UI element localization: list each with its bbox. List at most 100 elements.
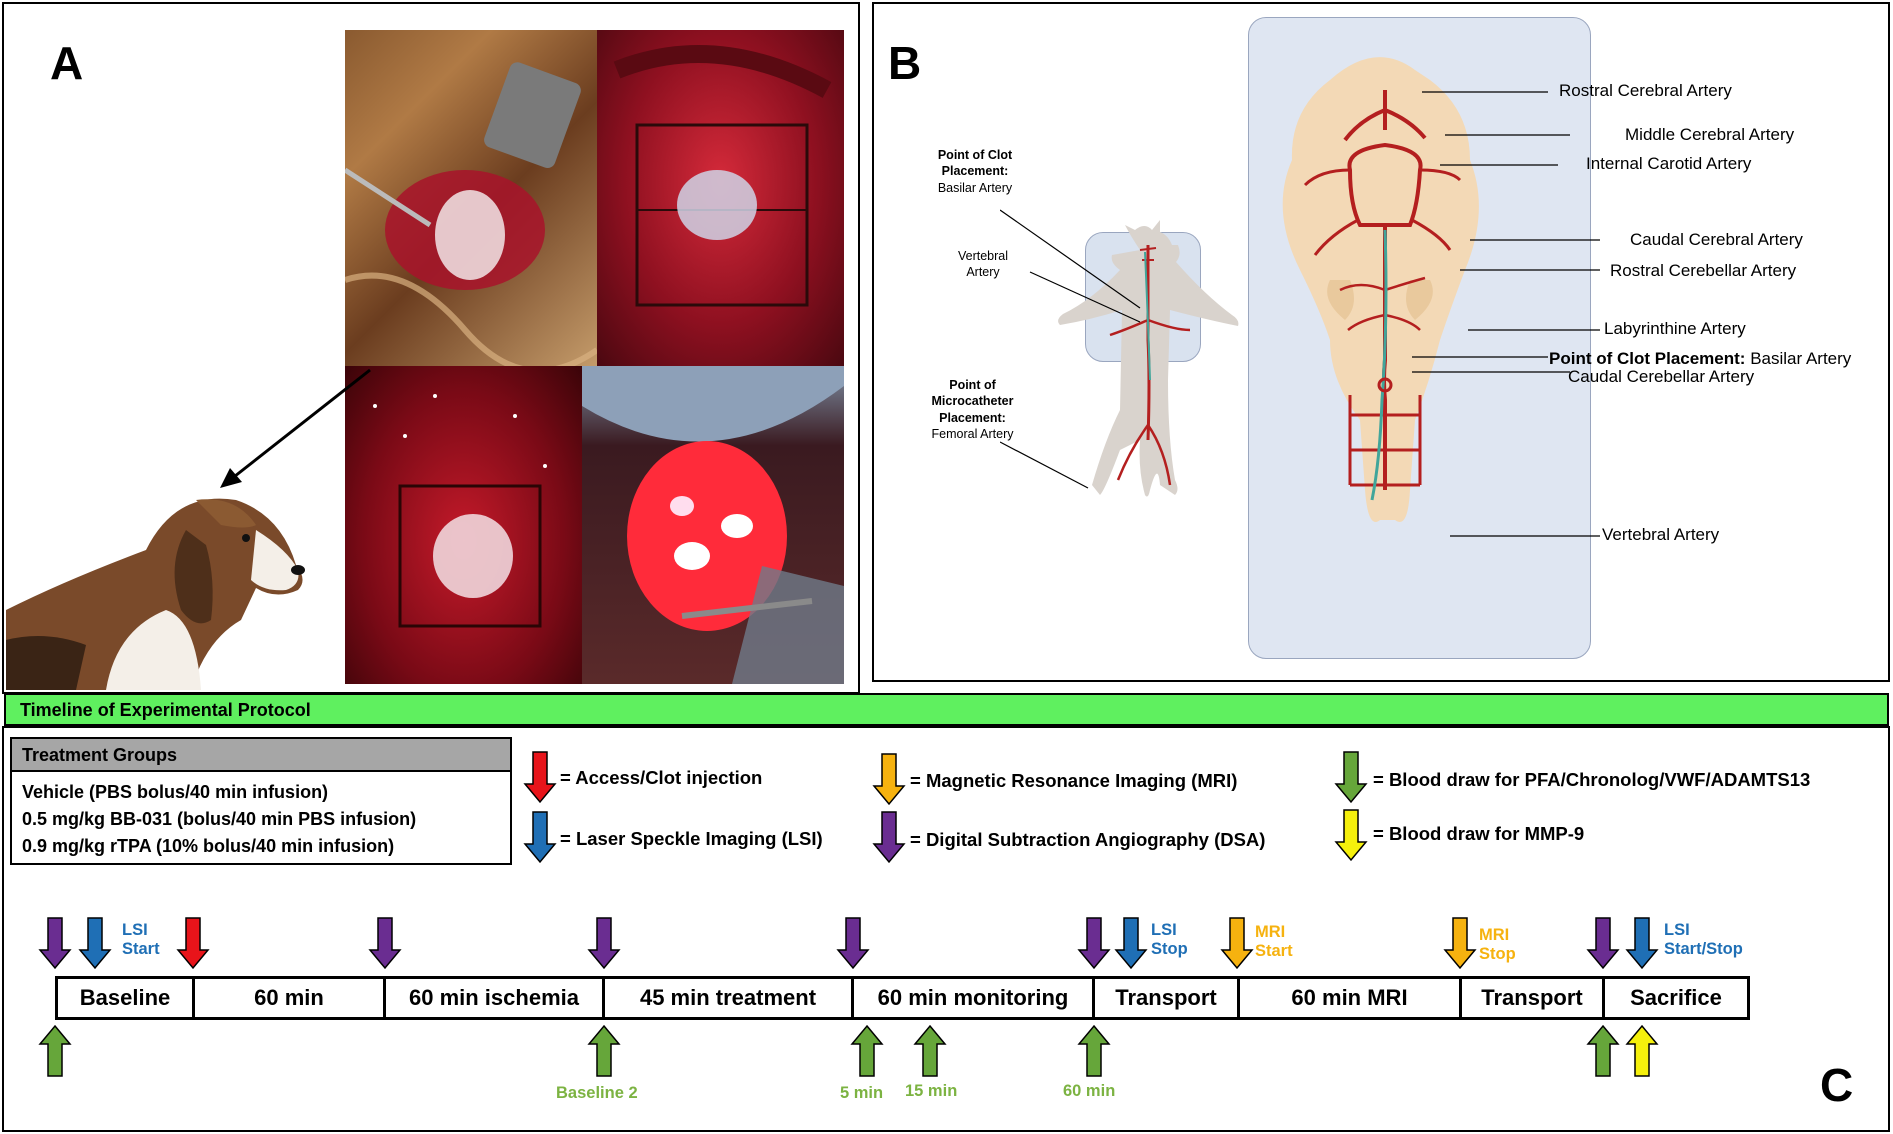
- legend-access-clot: = Access/Clot injection: [560, 767, 763, 788]
- surgical-photo-3: [345, 366, 582, 684]
- treatment-groups-box: Vehicle (PBS bolus/40 min infusion) 0.5 …: [10, 772, 512, 865]
- surgical-photo-1: [345, 30, 597, 366]
- legend-blood-pfa: = Blood draw for PFA/Chronolog/VWF/ADAMT…: [1373, 769, 1811, 790]
- label-clot-placement-basilar-artery: Basilar Artery: [1750, 349, 1852, 368]
- surgical-photo-2: [597, 30, 844, 366]
- segment-60-min-ischemia: 60 min ischemia: [383, 976, 605, 1020]
- tl-blue-arrow-icon: [1625, 917, 1659, 970]
- surgical-photo-2-art: [613, 45, 832, 307]
- tl-orange-arrow-icon: [1220, 917, 1254, 970]
- label-lsi-stop: LSI Stop: [1151, 921, 1188, 960]
- segment-transport-2: Transport: [1459, 976, 1605, 1020]
- lsi-stop-l2: Stop: [1151, 940, 1188, 959]
- surgical-photo-4-art: [582, 366, 844, 684]
- panel-label-c: C: [1820, 1059, 1854, 1111]
- treatment-group-bb031: 0.5 mg/kg BB-031 (bolus/40 min PBS infus…: [22, 809, 417, 829]
- label-lsi-start: LSI Start: [122, 921, 160, 960]
- tl-orange-arrow-icon: [1443, 917, 1477, 970]
- segment-60-min-monitoring: 60 min monitoring: [851, 976, 1095, 1020]
- micro-line-1: Point of: [949, 378, 996, 392]
- lsi-startstop-l1: LSI: [1664, 921, 1690, 939]
- mri-start-l1: MRI: [1255, 923, 1286, 941]
- tl-green-arrow-icon: [1077, 1024, 1111, 1077]
- legend-purple-arrow-icon: [872, 811, 906, 864]
- panel-label-a: A: [50, 37, 84, 89]
- segment-transport-1: Transport: [1092, 976, 1240, 1020]
- label-baseline-2: Baseline 2: [556, 1084, 638, 1102]
- tl-purple-arrow-icon: [836, 917, 870, 970]
- legend-yellow-arrow-icon: [1334, 809, 1368, 862]
- tl-green-arrow-icon: [1586, 1024, 1620, 1077]
- panel-b-frame: [872, 2, 1890, 682]
- anatomy-drawing: [1000, 57, 1600, 537]
- tl-green-arrow-icon: [38, 1024, 72, 1077]
- treatment-groups-title: Treatment Groups: [22, 745, 178, 765]
- clot-sub-label: Basilar Artery: [937, 180, 1013, 195]
- treatment-group-rtpa: 0.9 mg/kg rTPA (10% bolus/40 min infusio…: [22, 836, 395, 856]
- legend-blue-arrow-icon: [523, 811, 557, 864]
- label-5-min: 5 min: [840, 1084, 884, 1102]
- micro-sub-label: Femoral Artery: [931, 426, 1014, 441]
- tl-purple-arrow-icon: [38, 917, 72, 970]
- mri-stop-l2: Stop: [1479, 945, 1516, 964]
- legend-dsa: = Digital Subtraction Angiography (DSA): [910, 829, 1266, 850]
- surgical-photo-1-art: [345, 62, 597, 366]
- beagle-dog-illustration: [6, 498, 305, 690]
- tl-yellow-arrow-icon: [1625, 1024, 1659, 1077]
- legend-orange-arrow-icon: [872, 753, 906, 806]
- treatment-groups-header: Treatment Groups: [10, 737, 512, 772]
- label-rostral-cerebral-artery: Rostral Cerebral Artery: [1559, 81, 1732, 100]
- clot-title-line-1: Point of Clot: [937, 148, 1013, 162]
- label-middle-cerebral-artery: Middle Cerebral Artery: [1625, 125, 1795, 144]
- label-caudal-cerebral-artery: Caudal Cerebral Artery: [1630, 230, 1803, 249]
- legend-green-arrow-icon: [1334, 751, 1368, 804]
- tl-purple-arrow-icon: [1077, 917, 1111, 970]
- label-caudal-cerebellar-artery: Caudal Cerebellar Artery: [1568, 367, 1755, 386]
- label-point-of-clot-placement: Point of Clot Placement: Basilar Artery: [920, 147, 1030, 196]
- label-labyrinthine-artery: Labyrinthine Artery: [1604, 319, 1746, 338]
- segment-60-min: 60 min: [192, 976, 386, 1020]
- segment-60-min-mri: 60 min MRI: [1237, 976, 1462, 1020]
- label-vertebral-artery-right: Vertebral Artery: [1602, 525, 1720, 544]
- legend-lsi: = Laser Speckle Imaging (LSI): [560, 828, 823, 849]
- segment-baseline: Baseline: [55, 976, 195, 1020]
- photo-to-dog-arrow: [220, 368, 371, 488]
- segment-sacrifice: Sacrifice: [1602, 976, 1750, 1020]
- label-rostral-cerebellar-artery: Rostral Cerebellar Artery: [1610, 261, 1797, 280]
- label-vertebral-artery-left: Vertebral Artery: [938, 248, 1028, 281]
- legend-red-arrow-icon: [523, 751, 557, 804]
- segment-45-min-treatment: 45 min treatment: [602, 976, 854, 1020]
- tl-green-arrow-icon: [913, 1024, 947, 1077]
- tl-red-arrow-icon: [176, 917, 210, 970]
- mri-stop-l1: MRI: [1479, 926, 1510, 944]
- tl-purple-arrow-icon: [368, 917, 402, 970]
- clot-title-line-2: Placement:: [941, 164, 1009, 179]
- micro-line-2: Microcatheter: [931, 394, 1014, 409]
- lsi-startstop-l2: Start/Stop: [1664, 940, 1743, 959]
- tl-blue-arrow-icon: [1114, 917, 1148, 970]
- vertebral-line-2: Artery: [966, 265, 1000, 280]
- panel-c-frame: [2, 726, 1890, 1132]
- label-mri-stop: MRI Stop: [1479, 926, 1516, 965]
- timeline-title-bar: Timeline of Experimental Protocol: [4, 693, 1889, 726]
- surgical-photo-3-art: [373, 394, 547, 628]
- legend-mri: = Magnetic Resonance Imaging (MRI): [910, 770, 1238, 791]
- tl-green-arrow-icon: [850, 1024, 884, 1077]
- label-lsi-start-stop: LSI Start/Stop: [1664, 921, 1743, 960]
- timeline-title: Timeline of Experimental Protocol: [20, 700, 311, 720]
- legend-blood-mmp9: = Blood draw for MMP-9: [1373, 823, 1585, 844]
- label-clot-placement-basilar: Point of Clot Placement: Basilar Artery: [1549, 349, 1851, 369]
- label-60-min-green: 60 min: [1063, 1082, 1116, 1100]
- label-clot-placement-title: Point of Clot Placement:: [1549, 349, 1746, 368]
- label-point-of-microcatheter: Point of Microcatheter Placement: Femora…: [915, 377, 1030, 442]
- micro-line-3: Placement:: [939, 410, 1006, 425]
- label-internal-carotid-artery: Internal Carotid Artery: [1586, 154, 1752, 173]
- tl-purple-arrow-icon: [587, 917, 621, 970]
- lsi-start-l2: Start: [122, 940, 160, 959]
- vertebral-line-1: Vertebral: [957, 249, 1009, 263]
- mri-start-l2: Start: [1255, 942, 1293, 961]
- lsi-stop-l1: LSI: [1151, 921, 1177, 939]
- label-15-min: 15 min: [905, 1082, 958, 1100]
- tl-purple-arrow-icon: [1586, 917, 1620, 970]
- tl-green-arrow-icon: [587, 1024, 621, 1077]
